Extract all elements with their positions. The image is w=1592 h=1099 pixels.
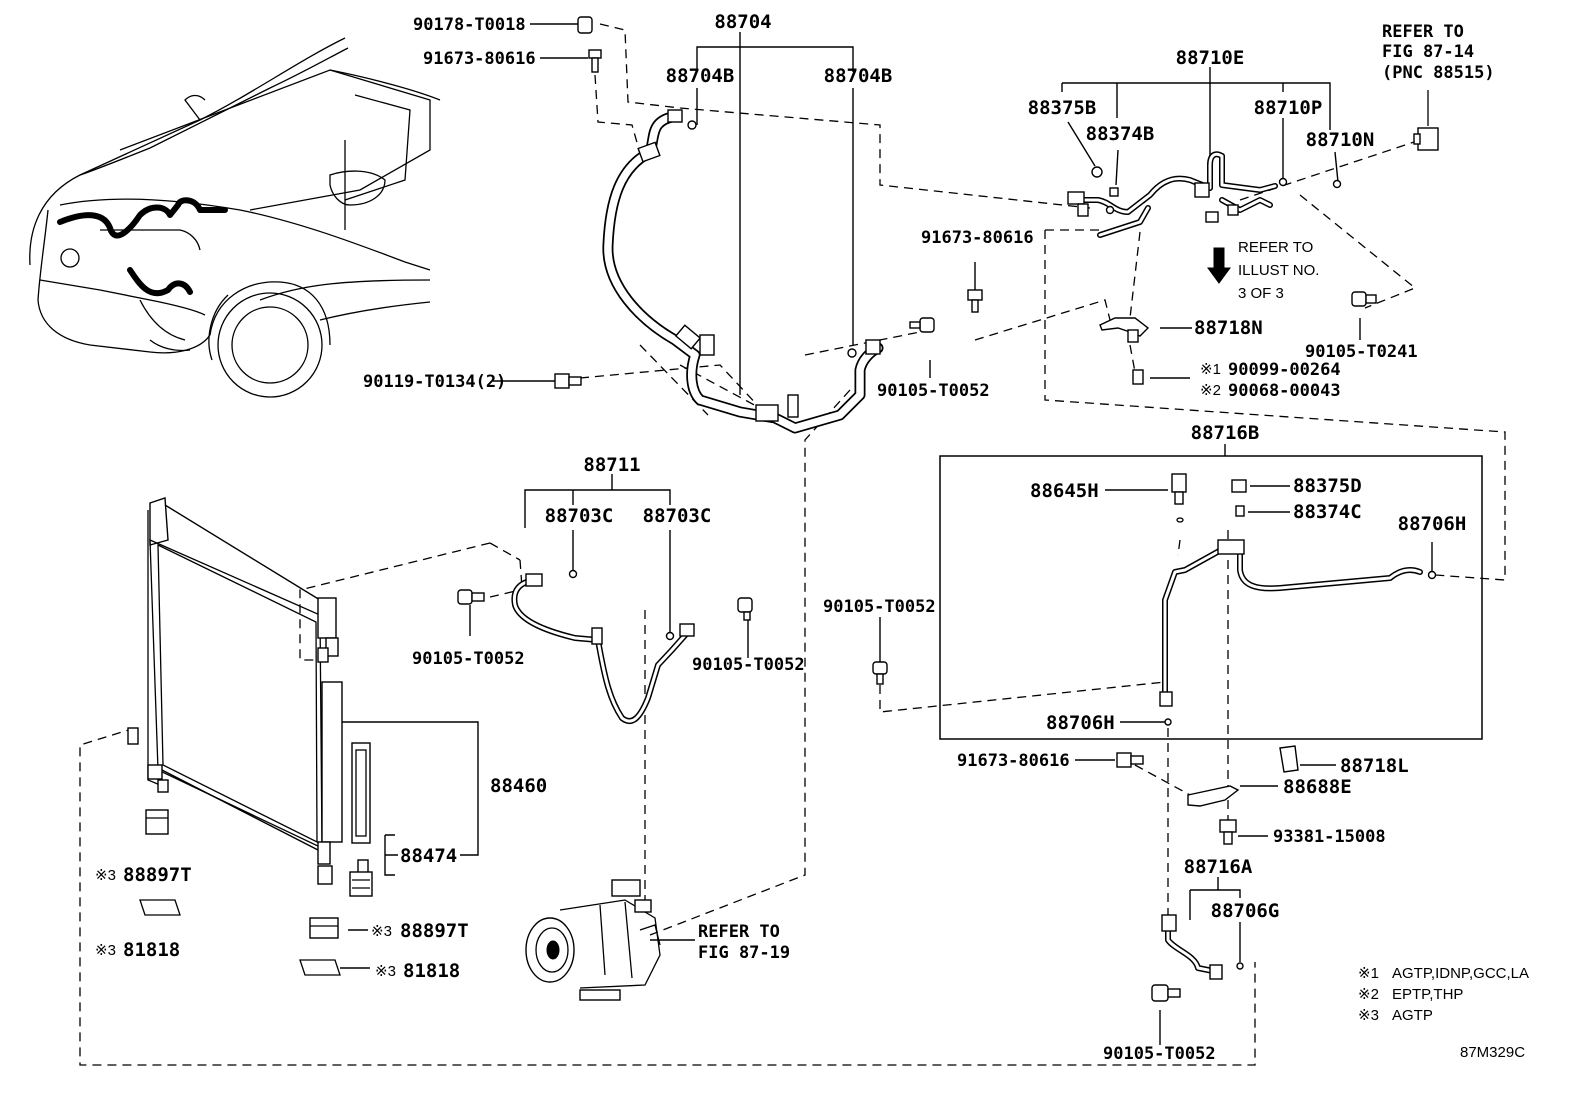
cushions-and-labels [139,809,341,976]
label-90105-T0052: 90105-T0052 [692,655,805,675]
note-mark-2: ※2 [1200,382,1221,399]
label-88706H: 88706H [1398,513,1467,535]
panel-88716B [939,455,1483,740]
receiver-88474 [349,742,373,897]
label-90099-00264: 90099-00264 [1228,360,1341,380]
label-88710N: 88710N [1306,129,1375,151]
label-88703C: 88703C [643,505,712,527]
label-90105-T0052: 90105-T0052 [823,597,936,617]
note-mark-3: ※3 [371,923,392,940]
legend-note-2-mark: ※2 [1358,986,1379,1003]
label-88375B: 88375B [1028,97,1097,119]
label-88711: 88711 [583,454,640,476]
condenser-88460 [127,497,343,885]
label-88703C: 88703C [545,505,614,527]
legend-note-1-mark: ※1 [1358,965,1379,982]
label-90105-T0241: 90105-T0241 [1305,342,1418,362]
diagram-id: 87M329C [1460,1044,1525,1061]
note-mark-3: ※3 [375,963,396,980]
engine-ac-lines-hint-2 [127,267,193,297]
label-88704B: 88704B [666,65,735,87]
label-91673-80616: 91673-80616 [423,49,536,69]
ref-fig-87-19-line-2: FIG 87-19 [698,943,790,963]
connector-88515 [1413,90,1439,151]
note-mark-3: ※3 [95,867,116,884]
vehicle-illustration [29,37,441,398]
label-90105-T0052: 90105-T0052 [1103,1044,1216,1064]
legend-note-3-text: AGTP [1392,1007,1433,1024]
ref-illust-line-2: ILLUST NO. [1238,262,1319,279]
label-81818: 81818 [123,939,180,961]
engine-ac-lines-hint [57,197,228,239]
bracket-88718N [1099,317,1150,343]
label-88897T: 88897T [400,920,469,942]
label-88460: 88460 [490,775,547,797]
ref-illust-line-3: 3 OF 3 [1238,285,1284,302]
label-90105-T0052: 90105-T0052 [877,381,990,401]
label-90068-00043: 90068-00043 [1228,381,1341,401]
label-88718L: 88718L [1340,755,1409,777]
label-88704: 88704 [714,11,771,33]
hose-88711 [511,569,695,725]
label-88688E: 88688E [1283,776,1352,798]
label-88716A: 88716A [1184,856,1253,878]
hose-88704 [602,109,884,434]
note-mark-1: ※1 [1200,361,1221,378]
label-93381-15008: 93381-15008 [1273,827,1386,847]
ref-fig-87-14-line-1: REFER TO [1382,22,1464,42]
leader-lines [340,23,1433,1045]
ref-illust-line-1: REFER TO [1238,239,1313,256]
label-90119-T0134: 90119-T0134(2) [363,372,506,392]
label-88897T: 88897T [123,864,192,886]
label-88374B: 88374B [1086,123,1155,145]
label-88706H: 88706H [1046,712,1115,734]
legend-notes: ※1 AGTP,IDNP,GCC,LA ※2 EPTP,THP ※3 AGTP … [1358,965,1529,1061]
label-88716B: 88716B [1191,422,1260,444]
tube-88716B [1159,473,1437,726]
label-88710P: 88710P [1254,97,1323,119]
fasteners [457,16,1377,1002]
label-81818: 81818 [403,960,460,982]
ref-fig-87-19-line-1: REFER TO [698,922,780,942]
tube-88710E [1067,151,1342,238]
label-88374C: 88374C [1293,501,1362,523]
label-88474: 88474 [400,845,457,867]
legend-note-2-text: EPTP,THP [1392,986,1463,1003]
label-91673-80616: 91673-80616 [957,751,1070,771]
label-88718N: 88718N [1194,317,1263,339]
tube-88716A [1161,914,1244,980]
label-90178-T0018: 90178-T0018 [413,15,526,35]
label-88706G: 88706G [1211,900,1280,922]
ref-fig-87-14-line-3: (PNC 88515) [1382,63,1495,83]
note-mark-3: ※3 [95,942,116,959]
refer-arrow-icon [1207,247,1231,284]
part-labels: 90178-T0018 91673-80616 88704 88704B 887… [95,11,1466,1064]
label-88645H: 88645H [1030,480,1099,502]
reference-notes: REFER TO FIG 87-14 (PNC 88515) REFER TO … [698,22,1495,963]
label-88710E: 88710E [1176,47,1245,69]
bracket-88688E [1187,745,1299,807]
compressor [525,879,661,1001]
legend-note-1-text: AGTP,IDNP,GCC,LA [1392,965,1529,982]
label-88704B: 88704B [824,65,893,87]
legend-note-3-mark: ※3 [1358,1007,1379,1024]
label-88375D: 88375D [1293,475,1362,497]
label-90105-T0052: 90105-T0052 [412,649,525,669]
label-91673-80616: 91673-80616 [921,228,1034,248]
dashed-connection-lines [79,23,1506,1066]
ref-fig-87-14-line-2: FIG 87-14 [1382,42,1474,62]
